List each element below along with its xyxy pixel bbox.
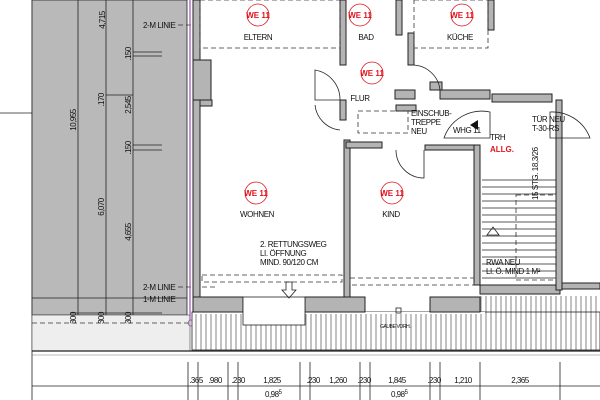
room-label-bad: BAD xyxy=(358,33,374,42)
bottom-dim-label: .230 xyxy=(357,376,372,385)
strip-area xyxy=(31,314,191,352)
door-swing xyxy=(549,111,591,139)
door-swing xyxy=(395,149,425,179)
walls xyxy=(192,0,600,313)
bottom-dim-label: 1,825 xyxy=(263,376,282,385)
room-label-eltern: ELTERN xyxy=(244,33,273,42)
note-einschub-1: EINSCHUB- xyxy=(411,109,452,118)
unit-tag-label: WE 11 xyxy=(348,11,372,20)
dim-4715: 4,715 xyxy=(98,10,107,29)
bottom-dim-label: .230 xyxy=(306,376,321,385)
unit-tag-circle xyxy=(246,3,270,27)
note-2m-line-top: 2-M LINIE xyxy=(143,21,175,30)
note-rwa-1: RWA NEU xyxy=(486,258,521,267)
dim-300: 300 xyxy=(97,311,106,324)
door-swing xyxy=(411,64,441,91)
note-rettungsweg-3: MIND. 90/120 CM xyxy=(260,258,319,267)
unit-tag-circle xyxy=(380,181,404,205)
unit-tag-circle xyxy=(348,3,372,27)
note-tuer-2: T-30-RS xyxy=(532,124,559,133)
door-swing xyxy=(314,104,341,131)
dim-170: .170 xyxy=(97,92,106,107)
note-tuer-1: TÜR NEU xyxy=(532,115,565,124)
room-label-kueche: KÜCHE xyxy=(447,33,473,42)
stair-treads xyxy=(482,179,556,279)
bottom-dim-label: 2,365 xyxy=(511,376,530,385)
bottom-dim-label: .230 xyxy=(427,376,442,385)
sub-dim: 0,985 xyxy=(265,390,283,399)
note-einschub-2: TREPPE xyxy=(411,118,441,127)
note-rettungsweg-1: 2. RETTUNGSWEG xyxy=(260,240,327,249)
note-stufen: 15 STG. 18,3/26 xyxy=(531,146,540,200)
bottom-dim-label: 1,845 xyxy=(388,376,407,385)
dim-300: 300 xyxy=(124,311,133,324)
unit-tag-label: WE 11 xyxy=(360,69,384,78)
note-1m-line: 1-M LINIE xyxy=(143,295,175,304)
dim-150: .150 xyxy=(124,140,133,155)
arrow-down-icon xyxy=(281,281,297,299)
window-opening xyxy=(242,296,306,326)
stair-outline xyxy=(515,194,557,281)
note-rettungsweg-2: LI. ÖFFNUNG xyxy=(260,249,306,258)
neighbour-area xyxy=(31,0,188,316)
door-swing xyxy=(443,110,491,139)
note-rwa-2: LI. Ö. MIND 1 M² xyxy=(486,267,541,276)
hatching xyxy=(195,296,597,350)
dim-150: .150 xyxy=(124,46,133,61)
bottom-dim-label: .230 xyxy=(231,376,246,385)
attic-ladder-outline xyxy=(357,110,409,134)
note-trh: TRH xyxy=(490,133,506,142)
note-allg: ALLG. xyxy=(490,145,514,154)
triangle-marker xyxy=(486,226,500,236)
room-outline xyxy=(201,274,343,283)
bottom-dim-label: .365 xyxy=(189,376,204,385)
note-whg: WHG 11 xyxy=(453,126,482,135)
window-marker xyxy=(395,307,402,314)
bottom-dimensions: .365 .980 .230 1,825 .230 1,260 .230 1,845 .230 1… xyxy=(187,362,561,400)
sub-dim: 0,985 xyxy=(391,390,409,399)
room-label-flur: FLUR xyxy=(350,94,370,103)
unit-tag-label: WE 11 xyxy=(380,189,404,198)
unit-tag-circle xyxy=(244,181,268,205)
unit-tag-label: WE 11 xyxy=(244,189,268,198)
direction-triangle-icon xyxy=(470,120,478,130)
dim-300: 300 xyxy=(69,311,78,324)
unit-tags: WE 11 WE 11 WE 11 WE 11 WE 11 WE 11 xyxy=(244,3,474,205)
room-label-wohnen: WOHNEN xyxy=(240,210,275,219)
unit-tag-label: WE 11 xyxy=(450,11,474,20)
dim-4655: 4,655 xyxy=(124,222,133,241)
dim-10955: 10,955 xyxy=(69,108,78,131)
unit-tag-circle xyxy=(360,61,384,85)
note-2m-line: 2-M LINIE xyxy=(143,283,175,292)
room-outline xyxy=(199,0,341,49)
room-outline xyxy=(413,0,489,49)
bottom-dim-label: .980 xyxy=(208,376,223,385)
unit-tag-circle xyxy=(450,3,474,27)
dim-2545: 2,545 xyxy=(124,95,133,114)
door-swing xyxy=(314,69,341,101)
unit-tag-label: WE 11 xyxy=(246,11,270,20)
note-gaube: GAUBE VORH. xyxy=(380,324,410,330)
note-einschub-3: NEU xyxy=(411,127,427,136)
bottom-dim-label: 1,210 xyxy=(454,376,473,385)
hatch-gap xyxy=(305,312,485,314)
dim-6070: 6,070 xyxy=(97,197,106,216)
bottom-dim-label: 1,260 xyxy=(329,376,348,385)
room-outline xyxy=(349,277,475,286)
room-label-kind: KIND xyxy=(382,210,400,219)
